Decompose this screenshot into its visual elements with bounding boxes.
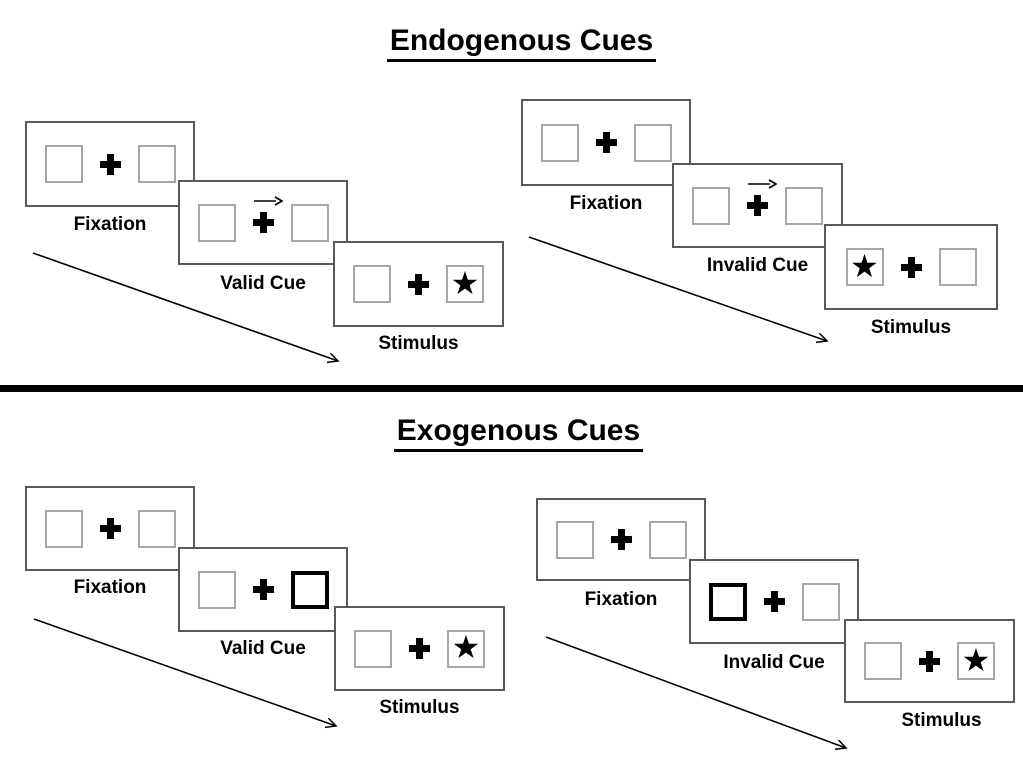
time-arrow <box>545 636 856 758</box>
placeholder-box-left <box>692 186 730 225</box>
placeholder-box-left <box>354 629 392 668</box>
central-cue <box>252 196 283 233</box>
exo-valid-stimulus-panel: ★ <box>334 606 505 691</box>
step-label-fixation: Fixation <box>584 589 658 610</box>
fixation-cross-icon <box>99 518 121 539</box>
endo-invalid-stimulus-panel: ★ <box>824 224 998 310</box>
exogenous-title-text: Exogenous Cues <box>393 414 644 452</box>
step-label-stimulus: Stimulus <box>901 710 982 731</box>
fixation-cross-icon <box>747 195 768 216</box>
fixation-cross-icon <box>610 529 632 550</box>
step-label-stimulus: Stimulus <box>378 333 459 354</box>
placeholder-box-left <box>197 570 236 609</box>
step-label-stimulus: Stimulus <box>870 317 952 338</box>
section-divider <box>0 385 1023 392</box>
step-label-valid-cue: Valid Cue <box>220 273 306 294</box>
highlighted-cue-box-left <box>708 582 747 621</box>
target-star-icon: ★ <box>850 247 879 284</box>
fixation-cross-icon <box>99 153 121 175</box>
fixation-cross-icon <box>252 212 274 233</box>
target-box-right: ★ <box>446 265 484 303</box>
highlighted-cue-box-right <box>290 570 329 609</box>
placeholder-box-right <box>137 145 176 183</box>
exogenous-section-title: Exogenous Cues <box>7 414 1023 452</box>
placeholder-box-left <box>197 203 236 242</box>
fixation-cross-icon <box>763 591 785 612</box>
endo-valid-stimulus-panel: ★ <box>333 241 504 327</box>
exo-valid-cue-panel <box>178 547 348 632</box>
target-box-right: ★ <box>447 629 485 668</box>
fixation-cross-icon <box>409 638 430 659</box>
target-star-icon: ★ <box>450 264 480 301</box>
placeholder-box-left <box>555 520 594 559</box>
exo-invalid-stimulus-panel: ★ <box>844 619 1015 703</box>
fixation-cross-icon <box>408 273 429 295</box>
central-cue <box>747 179 777 216</box>
placeholder-box-right <box>938 248 977 286</box>
placeholder-box-right <box>648 520 687 559</box>
placeholder-box-left <box>864 642 902 680</box>
time-arrow <box>32 252 350 370</box>
cue-arrow-right-icon <box>253 196 283 206</box>
step-label-fixation: Fixation <box>73 577 147 598</box>
endo-valid-cue-panel <box>178 180 348 265</box>
endo-valid-fixation-panel <box>25 121 195 207</box>
fixation-cross-icon <box>252 579 274 600</box>
endo-invalid-fixation-panel <box>521 99 691 186</box>
placeholder-box-left <box>44 145 83 183</box>
step-label-fixation: Fixation <box>73 214 147 235</box>
step-label-invalid-cue: Invalid Cue <box>723 652 825 673</box>
step-label-stimulus: Stimulus <box>379 697 460 718</box>
fixation-cross-icon <box>900 256 922 278</box>
target-star-icon: ★ <box>451 629 481 665</box>
exo-invalid-fixation-panel <box>536 498 706 581</box>
fixation-cross-icon <box>595 132 617 153</box>
endogenous-section-title: Endogenous Cues <box>10 24 1023 62</box>
placeholder-box-left <box>44 509 83 548</box>
step-label-invalid-cue: Invalid Cue <box>706 255 809 276</box>
placeholder-box-right <box>290 203 329 242</box>
cue-arrow-right-icon <box>748 179 777 189</box>
fixation-cross-icon <box>919 650 940 672</box>
target-box-left: ★ <box>845 247 884 286</box>
placeholder-box-right <box>137 509 176 548</box>
step-label-valid-cue: Valid Cue <box>220 638 306 659</box>
placeholder-box-right <box>785 186 823 225</box>
target-box-right: ★ <box>957 642 995 680</box>
placeholder-box-right <box>801 582 840 621</box>
endogenous-title-text: Endogenous Cues <box>386 24 657 62</box>
placeholder-box-left <box>353 265 391 303</box>
placeholder-box-left <box>540 123 579 162</box>
placeholder-box-right <box>633 123 672 162</box>
target-star-icon: ★ <box>961 641 991 678</box>
exo-invalid-cue-panel <box>689 559 859 644</box>
step-label-fixation: Fixation <box>569 193 643 214</box>
time-arrow <box>33 618 346 736</box>
exo-valid-fixation-panel <box>25 486 195 571</box>
time-arrow <box>528 236 837 350</box>
endo-invalid-cue-panel <box>672 163 843 248</box>
